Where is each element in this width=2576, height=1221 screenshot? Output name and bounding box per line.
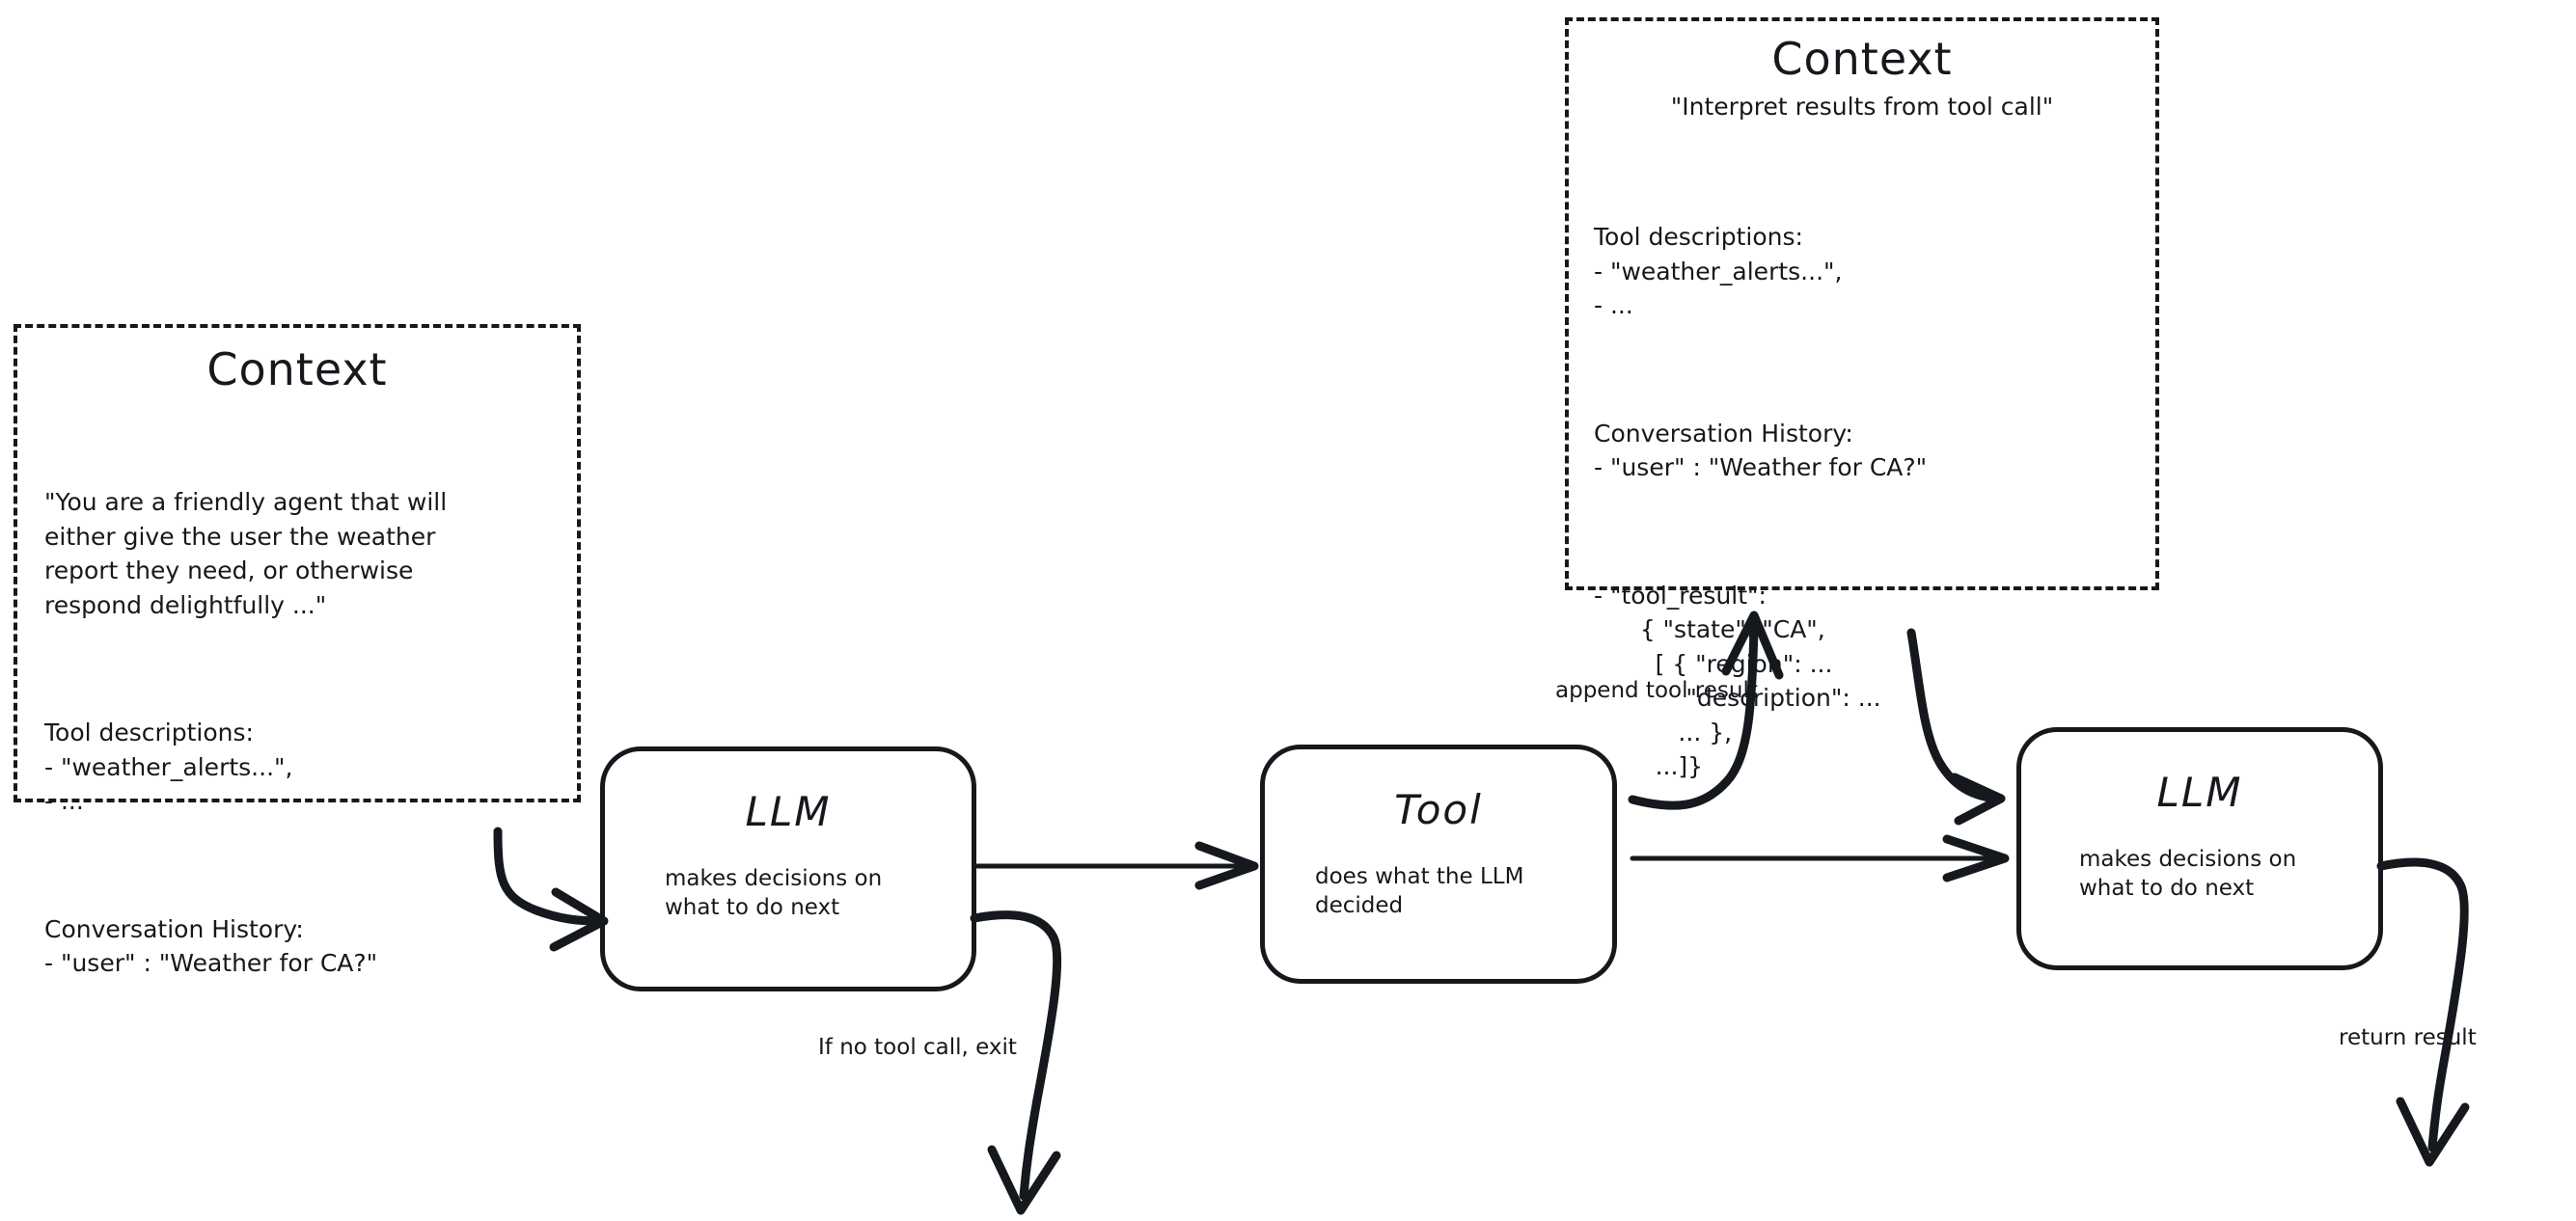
node-llm-first-subtitle: makes decisions on what to do next bbox=[665, 866, 883, 921]
edge-label-no-tool-call-exit: If no tool call, exit bbox=[818, 1035, 1017, 1060]
arrow-no-tool-call-exit bbox=[970, 910, 1062, 1215]
context-box-left: Context "You are a friendly agent that w… bbox=[14, 324, 581, 977]
edge-label-append-tool-result: append tool result bbox=[1555, 678, 1758, 703]
context-left-body: "You are a friendly agent that will eith… bbox=[44, 417, 550, 1049]
context-right-title: Context bbox=[1771, 33, 1953, 85]
arrow-return-result bbox=[2376, 857, 2470, 1167]
node-tool-title: Tool bbox=[1394, 786, 1483, 833]
context-left-system-prompt: "You are a friendly agent that will eith… bbox=[44, 488, 448, 619]
node-llm-second-title: LLM bbox=[2156, 769, 2243, 816]
context-right-system-prompt: "Interpret results from tool call" bbox=[1670, 93, 2054, 121]
node-llm-first-title: LLM bbox=[745, 788, 832, 835]
context-right-tool-descriptions: Tool descriptions: - "weather_alerts..."… bbox=[1594, 223, 1843, 319]
node-llm-first[interactable]: LLM makes decisions on what to do next bbox=[600, 746, 976, 991]
context-box-right: Context "Interpret results from tool cal… bbox=[1565, 17, 2159, 780]
node-tool-subtitle: does what the LLM decided bbox=[1315, 864, 1524, 919]
edge-label-return-result: return result bbox=[2339, 1025, 2477, 1050]
context-left-title: Context bbox=[206, 343, 388, 395]
context-left-tool-descriptions: Tool descriptions: - "weather_alerts..."… bbox=[44, 719, 293, 815]
node-llm-second[interactable]: LLM makes decisions on what to do next bbox=[2016, 727, 2383, 970]
context-left-conversation-history: Conversation History: - "user" : "Weathe… bbox=[44, 914, 378, 978]
arrow-llm1-to-tool bbox=[974, 841, 1259, 890]
context-right-conversation-history: Conversation History: - "user" : "Weathe… bbox=[1594, 419, 1928, 482]
node-tool[interactable]: Tool does what the LLM decided bbox=[1260, 745, 1617, 984]
node-llm-second-subtitle: makes decisions on what to do next bbox=[2079, 847, 2297, 902]
